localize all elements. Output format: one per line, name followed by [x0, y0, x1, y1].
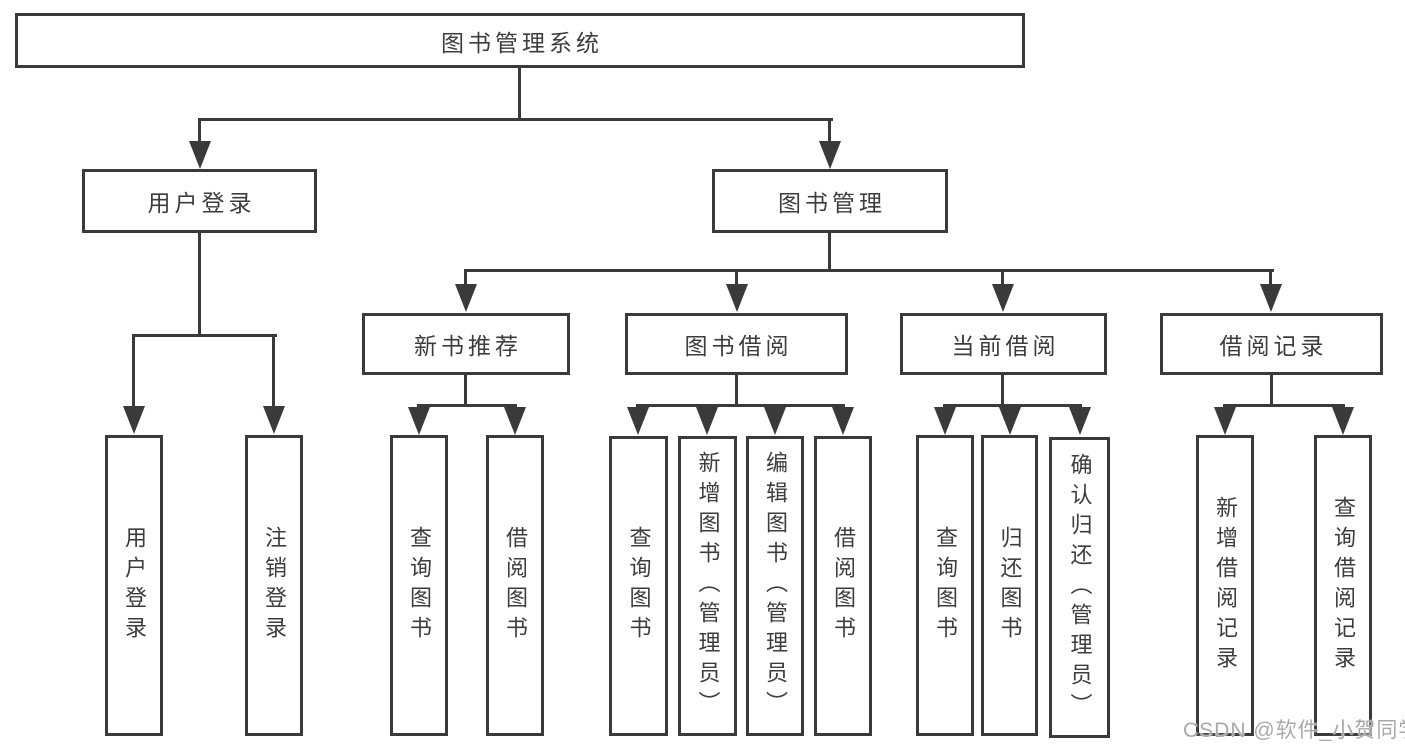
leaf-logout: 注销登录: [245, 435, 303, 736]
node-book-borrow: 图书借阅: [625, 313, 848, 375]
arrow-down-icon: [1214, 407, 1236, 435]
connector-line: [735, 375, 738, 406]
leaf-query-book-borrow: 查询图书: [609, 436, 668, 736]
arrow-down-icon: [726, 284, 748, 312]
node-book-management: 图书管理: [712, 169, 948, 233]
arrow-down-icon: [992, 284, 1014, 312]
arrow-down-icon: [123, 406, 145, 434]
connector-line: [198, 118, 833, 121]
connector-line: [1001, 375, 1004, 406]
connector-line: [464, 269, 1274, 272]
connector-line: [1269, 272, 1272, 285]
leaf-borrow-book-recommend: 借阅图书: [486, 435, 544, 736]
node-user-login: 用户登录: [82, 169, 317, 233]
leaf-add-borrow-record: 新增借阅记录: [1196, 435, 1254, 736]
node-library-system: 图书管理系统: [15, 13, 1025, 68]
leaf-query-book-recommend: 查询图书: [390, 435, 448, 736]
watermark: CSDN @软件_小贺同学: [1183, 719, 1405, 742]
connector-line: [198, 233, 201, 337]
arrow-down-icon: [819, 141, 841, 169]
connector-line: [198, 121, 201, 142]
connector-line: [464, 375, 467, 406]
node-borrow-records: 借阅记录: [1160, 313, 1383, 375]
arrow-down-icon: [832, 407, 854, 435]
connector-line: [417, 404, 517, 407]
arrow-down-icon: [999, 407, 1021, 435]
arrow-down-icon: [934, 407, 956, 435]
arrow-down-icon: [696, 407, 718, 435]
arrow-down-icon: [263, 406, 285, 434]
leaf-user-login: 用户登录: [105, 435, 163, 736]
arrow-down-icon: [504, 407, 526, 435]
leaf-add-book-admin: 新增图书（管理员）: [678, 436, 737, 736]
leaf-return-book: 归还图书: [981, 435, 1038, 736]
connector-line: [636, 404, 845, 407]
leaf-edit-book-admin: 编辑图书（管理员）: [746, 436, 804, 736]
connector-line: [943, 404, 1082, 407]
leaf-query-borrow-record: 查询借阅记录: [1314, 435, 1372, 736]
connector-line: [828, 233, 831, 272]
node-new-book-recommend: 新书推荐: [362, 313, 570, 375]
connector-line: [272, 337, 275, 407]
node-current-borrow: 当前借阅: [900, 313, 1107, 375]
connector-line: [132, 334, 277, 337]
connector-line: [132, 337, 135, 407]
connector-line: [518, 68, 521, 121]
arrow-down-icon: [189, 141, 211, 169]
leaf-query-book-current: 查询图书: [916, 435, 974, 736]
leaf-confirm-return-admin: 确认归还（管理员）: [1049, 437, 1110, 738]
connector-line: [1270, 375, 1273, 406]
leaf-borrow-book: 借阅图书: [814, 436, 872, 736]
arrow-down-icon: [1260, 284, 1282, 312]
arrow-down-icon: [1069, 407, 1091, 435]
arrow-down-icon: [627, 407, 649, 435]
connector-line: [828, 121, 831, 142]
connector-line: [735, 272, 738, 285]
connector-line: [464, 272, 467, 285]
arrow-down-icon: [1332, 407, 1354, 435]
arrow-down-icon: [764, 407, 786, 435]
connector-line: [1001, 272, 1004, 285]
arrow-down-icon: [408, 407, 430, 435]
arrow-down-icon: [455, 284, 477, 312]
connector-line: [1223, 404, 1345, 407]
